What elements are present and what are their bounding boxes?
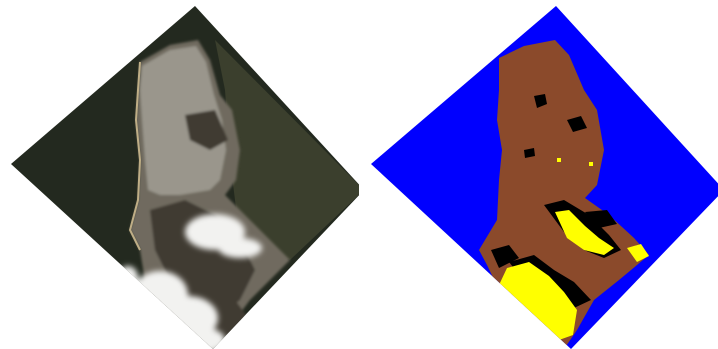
class-cloud — [499, 158, 649, 340]
satellite-image — [11, 6, 359, 349]
bay-area — [215, 40, 359, 260]
classification-map — [371, 6, 718, 349]
shoreline — [128, 61, 142, 251]
cloud-cover — [118, 214, 262, 349]
satellite-image-panel — [11, 6, 359, 349]
classification-map-panel — [359, 0, 718, 349]
